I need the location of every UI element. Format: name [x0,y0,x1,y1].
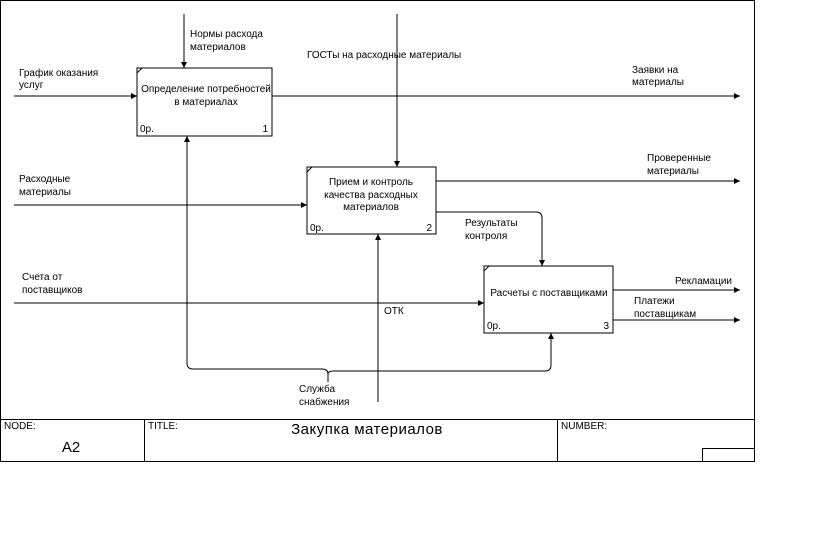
label-schedule-line-2: услуг [19,80,44,91]
activity-box-2[interactable]: Прием и контроль качества расходных мате… [306,166,437,235]
box-2-title-line-2: качества расходных [324,190,418,201]
box-2-cost: 0р. [310,223,324,234]
label-invoices-line-2: поставщиков [22,285,83,296]
arrow-supply-to-box3 [327,333,554,375]
label-norms-line-2: материалов [190,42,246,53]
diagram-frame [0,0,755,462]
label-payments-line-1: Платежи [634,296,675,307]
label-schedule-line-1: График оказания [19,67,98,79]
box-2-title-line-3: материалов [343,202,399,213]
label-norms-line-1: Нормы расхода [190,29,263,40]
label-requests-line-2: материалы [632,77,684,88]
arrow-results [436,211,545,266]
label-results-line-2: контроля [465,231,507,242]
number-label: NUMBER: [561,421,607,432]
box-1-number: 1 [262,124,268,135]
title-block: NODE: A2 TITLE: Закупка материалов NUMBE… [0,419,755,462]
label-gosts: ГОСТы на расходные материалы [307,50,461,61]
label-consumables-line-1: Расходные [19,174,71,185]
box-2-title-line-1: Прием и контроль [329,177,413,188]
box-1-title-line-1: Определение потребностей [141,83,271,95]
box-3-cost: 0р. [487,321,501,332]
box-3-title-line-1: Расчеты с поставщиками [490,288,607,299]
label-checked-line-2: материалы [647,166,699,177]
node-value: A2 [62,439,80,456]
title-label: TITLE: [148,421,178,432]
label-otk: ОТК [384,306,404,317]
activity-box-3[interactable]: Расчеты с поставщиками 0р. 3 [483,265,614,334]
activity-box-1[interactable]: Определение потребностей в материалах 0р… [136,67,273,137]
node-label: NODE: [4,421,36,432]
box-2-number: 2 [426,223,432,234]
arrows [14,14,740,402]
box-3-number: 3 [603,321,609,332]
label-invoices-line-1: Счета от [22,272,63,283]
label-checked-line-1: Проверенные [647,153,711,164]
label-consumables-line-2: материалы [19,187,71,198]
arrow-labels: Нормы расхода материалов ГОСТы на расход… [19,29,732,408]
box-1-cost: 0р. [140,124,154,135]
label-results-line-1: Результаты [465,218,518,229]
diagram-title: Закупка материалов [291,421,443,438]
label-requests-line-1: Заявки на [632,65,679,76]
label-supply-line-1: Служба [299,383,335,395]
label-complaints: Рекламации [675,276,732,287]
label-payments-line-2: поставщикам [634,309,696,320]
box-1-title-line-2: в материалах [174,97,237,108]
arrow-supply-to-box1 [184,136,329,382]
label-supply-line-2: снабжения [299,396,349,408]
